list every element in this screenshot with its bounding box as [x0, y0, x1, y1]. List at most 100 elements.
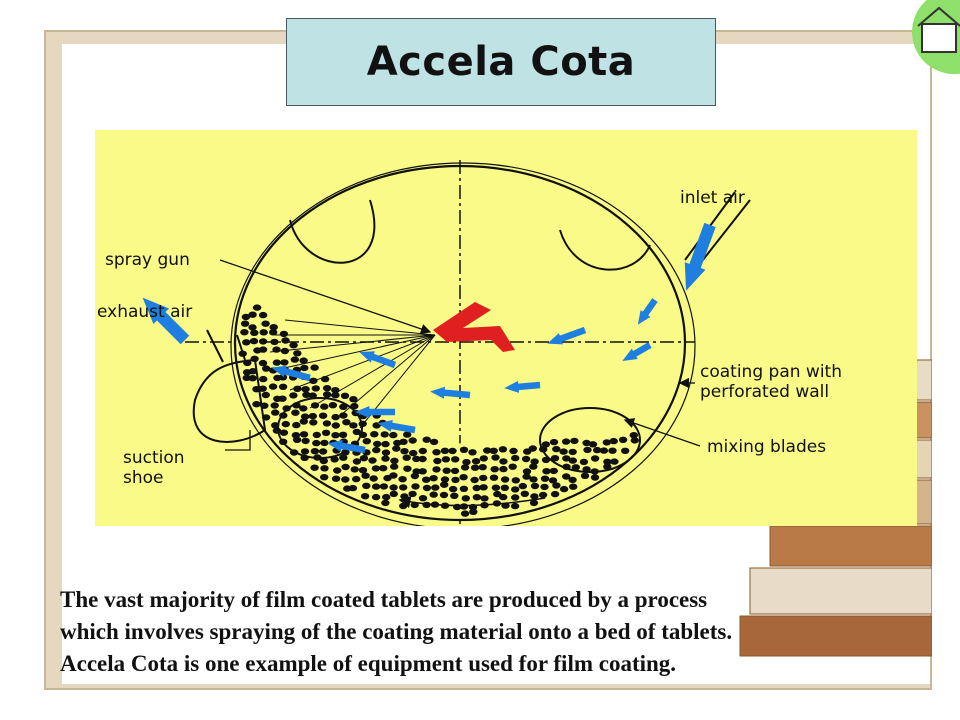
tablet: [281, 420, 290, 428]
page-title: Accela Cota: [366, 39, 636, 85]
caption-line-1: The vast majority of film coated tablets…: [60, 587, 708, 612]
tablet: [460, 510, 470, 517]
tablet: [342, 419, 351, 426]
tablet: [630, 437, 639, 444]
tablet: [300, 364, 309, 372]
tablet: [320, 403, 329, 410]
tablet: [390, 457, 399, 464]
tablet: [403, 431, 412, 438]
tablet: [509, 447, 518, 455]
tablet: [369, 475, 378, 482]
tablet: [320, 465, 329, 472]
tablet: [301, 386, 310, 393]
tablet: [272, 359, 282, 366]
tablet: [431, 484, 440, 491]
tablet: [483, 447, 492, 454]
tablet: [461, 495, 470, 502]
tablet: [358, 467, 368, 474]
tablet: [318, 412, 328, 419]
tablet: [540, 475, 550, 482]
tablet: [500, 484, 509, 491]
mixing-blade-top-left: [289, 199, 376, 264]
tablet: [299, 418, 308, 425]
tablet: [559, 448, 568, 455]
tablet: [349, 422, 358, 429]
tablet: [320, 474, 329, 481]
airflow-arrow: [504, 380, 541, 393]
home-button[interactable]: [906, 0, 960, 74]
tablet: [500, 476, 510, 483]
tablet: [322, 420, 332, 427]
tablet: [350, 466, 359, 473]
tablet: [261, 391, 270, 399]
tablet: [389, 490, 398, 498]
tablet: [319, 457, 328, 465]
tablet: [249, 337, 259, 345]
tablet: [371, 483, 381, 490]
tablet: [422, 436, 431, 443]
tablet: [261, 320, 270, 327]
tablet: [579, 458, 589, 466]
tablet: [382, 493, 391, 501]
tablet: [559, 485, 569, 493]
tablet: [269, 324, 278, 331]
tablet: [248, 311, 257, 318]
airflow-arrow: [355, 406, 395, 418]
tablet: [280, 347, 290, 355]
tablet: [380, 431, 389, 438]
tablet: [299, 431, 309, 438]
tablet: [422, 484, 432, 492]
tablet: [588, 441, 598, 448]
tablet: [549, 467, 558, 475]
tablet: [451, 456, 460, 463]
tablet: [290, 356, 299, 363]
tablet: [328, 402, 338, 409]
tablet: [608, 447, 617, 454]
tablet: [352, 475, 361, 483]
tablet: [278, 374, 288, 381]
caption-paragraph: The vast majority of film coated tablets…: [60, 584, 930, 680]
tablet: [511, 477, 520, 484]
tablet: [518, 482, 527, 490]
tablet: [408, 437, 417, 444]
tablet: [411, 483, 420, 490]
tablet: [258, 311, 268, 319]
tablet: [321, 429, 331, 436]
tablet: [522, 468, 532, 475]
tablet: [278, 395, 287, 402]
tablet: [499, 458, 508, 465]
airflow-arrows: [142, 222, 716, 454]
tablet: [542, 468, 551, 475]
tablet: [330, 456, 339, 463]
tablet: [582, 439, 591, 447]
tablet: [522, 473, 531, 480]
label-exhaust-air: exhaust air: [97, 302, 193, 322]
tablet: [292, 436, 302, 443]
tablet: [429, 475, 438, 482]
tablet: [433, 457, 442, 465]
tablet: [621, 447, 630, 454]
tablet: [392, 445, 401, 452]
tablet: [432, 449, 441, 456]
tablet: [389, 484, 398, 491]
tablet: [479, 474, 488, 482]
tablet: [491, 454, 500, 461]
tablet: [568, 476, 577, 484]
tablet: [603, 458, 612, 465]
label-coating-pan: coating pan with perforated wall: [700, 362, 842, 402]
tablet: [360, 493, 370, 500]
tablet: [479, 455, 488, 462]
tablet: [352, 458, 362, 465]
tablet: [490, 466, 499, 473]
tablet: [400, 493, 409, 500]
tablet: [529, 499, 539, 507]
tablet: [511, 454, 520, 462]
tablet: [569, 483, 578, 490]
tablet: [448, 485, 458, 493]
tablet: [299, 405, 308, 412]
tablet: [339, 412, 348, 419]
tablet: [499, 465, 508, 473]
perforated-wall: [230, 162, 696, 526]
tablet: [489, 474, 499, 481]
tablet: [459, 474, 468, 481]
